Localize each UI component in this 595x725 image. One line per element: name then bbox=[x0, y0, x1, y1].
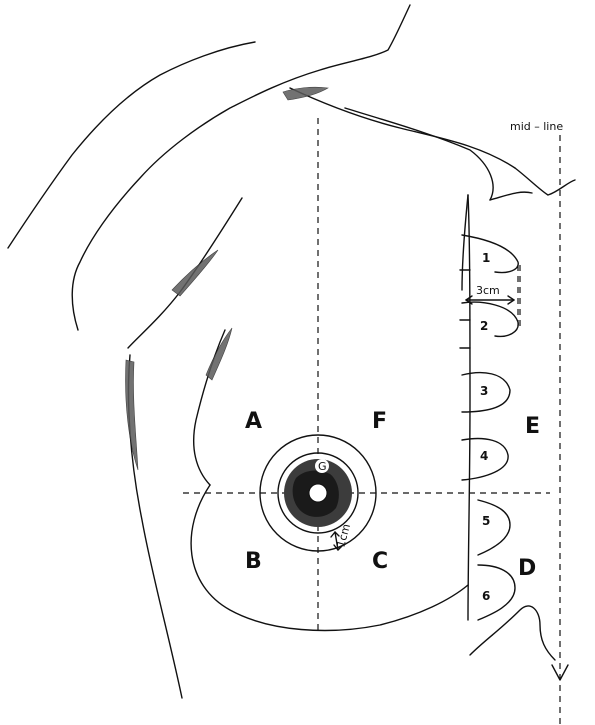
lower-rib-wave bbox=[470, 606, 555, 660]
sternal-edge-line bbox=[468, 195, 470, 620]
nipple-center bbox=[309, 484, 327, 502]
label-3cm: 3cm bbox=[476, 284, 500, 297]
interspace-label-4: 4 bbox=[480, 449, 488, 463]
interspace-label-2: 2 bbox=[480, 319, 488, 333]
breast-fold-shading bbox=[206, 328, 232, 380]
axilla-shading-upper bbox=[283, 87, 328, 100]
interspace-label-6: 6 bbox=[482, 589, 490, 603]
region-label-e: E bbox=[525, 414, 540, 439]
upper-arm-outline bbox=[8, 42, 255, 248]
region-label-c: C bbox=[372, 549, 388, 574]
region-label-a: A bbox=[245, 409, 262, 434]
label-gland: G bbox=[318, 460, 327, 473]
region-label-b: B bbox=[245, 549, 262, 574]
interspace-label-3: 3 bbox=[480, 384, 488, 398]
region-label-f: F bbox=[372, 409, 387, 434]
clavicle bbox=[290, 88, 515, 168]
clavicle-lower-edge bbox=[345, 108, 493, 200]
clavicle-medial-end bbox=[490, 192, 532, 200]
interspace-label-1: 1 bbox=[482, 251, 490, 265]
sternal-edge-left-mark bbox=[462, 195, 468, 290]
torso-lower-outline bbox=[129, 355, 183, 698]
sternal-notch bbox=[515, 168, 575, 195]
areola-nipple: G 1cm bbox=[260, 435, 376, 551]
region-label-d: D bbox=[518, 556, 536, 581]
arm-underside-outline bbox=[128, 198, 242, 348]
intercostal-spaces bbox=[460, 195, 555, 660]
label-1cm: 1cm bbox=[334, 522, 353, 548]
measurement-3cm: 3cm bbox=[466, 265, 518, 330]
label-midline: mid – line bbox=[510, 120, 563, 133]
shoulder-outline bbox=[72, 5, 410, 330]
axilla-shading-mid bbox=[172, 250, 218, 296]
interspace-label-5: 5 bbox=[482, 514, 490, 528]
